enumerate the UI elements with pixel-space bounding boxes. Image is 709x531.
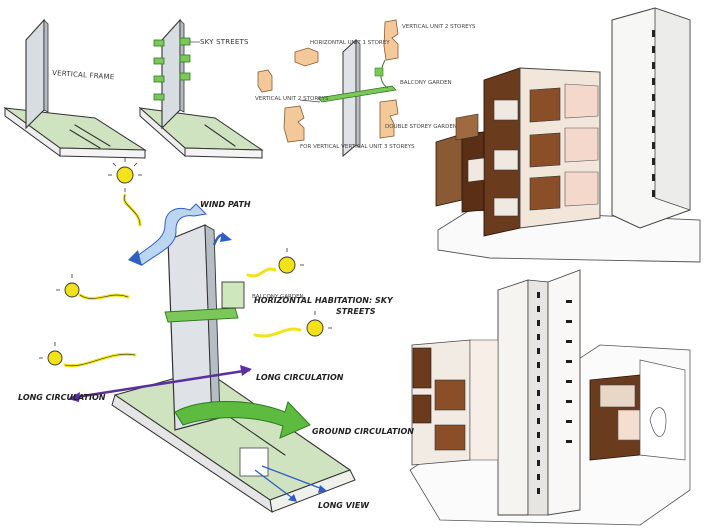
label-long-view: LONG VIEW bbox=[318, 501, 370, 510]
sketch3-label-balcony: BALCONY GARDEN bbox=[400, 80, 452, 86]
main-climate-diagram: WIND PATH BALCONY GARDEN HORIZONTAL HABI… bbox=[18, 158, 414, 514]
sun-icon bbox=[47, 166, 324, 366]
label-horizontal-habitation: HORIZONTAL HABITATION: SKY bbox=[254, 296, 394, 305]
sketch3-label-left: VERTICAL UNIT 2 STOREYS bbox=[255, 96, 329, 102]
sketch3-label-right: VERTICAL UNIT 2 STOREYS bbox=[402, 24, 476, 30]
sketch3-label-top: HORIZONTAL UNIT 1 STOREY bbox=[310, 40, 390, 46]
label-long-circulation-left: LONG CIRCULATION bbox=[18, 393, 106, 402]
wind-path-arrow bbox=[134, 203, 208, 266]
sketch1-label: VERTICAL FRAME bbox=[52, 69, 115, 81]
sky-street-platforms bbox=[153, 37, 191, 101]
render-perspective-bottom bbox=[409, 269, 691, 526]
sketch-sky-streets: SKY STREETS bbox=[138, 18, 264, 159]
frame-slot-column bbox=[652, 30, 655, 197]
label-ground-circulation: GROUND CIRCULATION bbox=[312, 427, 414, 436]
label-balcony-garden: BALCONY GARDEN bbox=[252, 294, 304, 300]
label-long-circulation-right: LONG CIRCULATION bbox=[256, 373, 344, 382]
bottom-frame-slots bbox=[537, 292, 572, 494]
sketch3-label-bottom-left: FOR VERTICAL VERTICAL UNIT 3 STOREYS bbox=[300, 144, 415, 150]
ground-circulation-arrow bbox=[174, 401, 311, 439]
sketch3-label-bottom-right: DOUBLE STOREY GARDEN SINGLE bbox=[385, 124, 479, 130]
sketch-vertical-frame: VERTICAL FRAME bbox=[3, 18, 147, 159]
label-wind-path: WIND PATH bbox=[200, 200, 251, 209]
sketch2-label: SKY STREETS bbox=[200, 38, 249, 46]
sketch-unit-types: HORIZONTAL UNIT 1 STOREY VERTICAL UNIT 2… bbox=[255, 19, 479, 158]
label-sky-streets: STREETS bbox=[336, 307, 376, 316]
render-perspective-top bbox=[435, 7, 701, 263]
